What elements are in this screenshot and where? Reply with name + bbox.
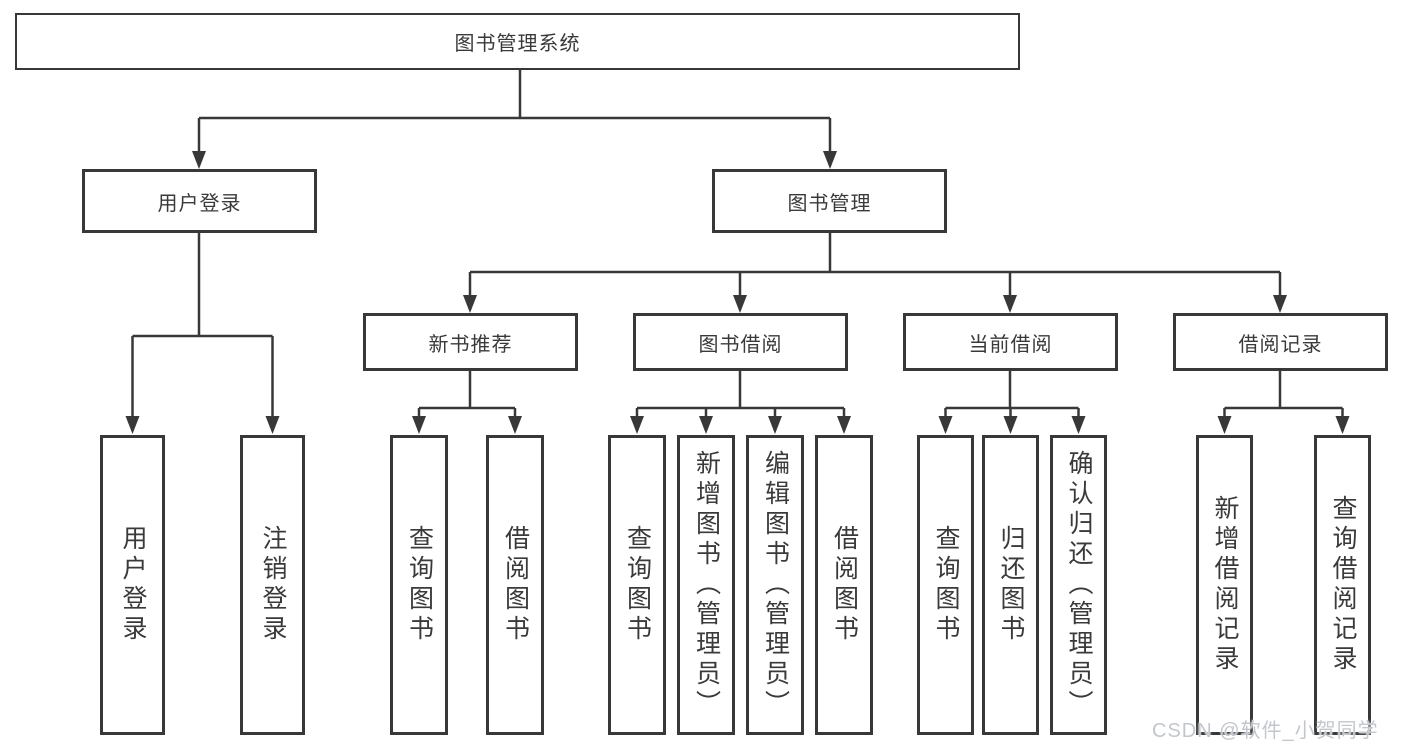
leaf-query-books-3-label: 查询图书 [932,525,960,645]
leaf-query-books-1: 查询图书 [390,435,448,735]
node-book-borrowing: 图书借阅 [633,313,848,371]
leaf-borrow-books-2: 借阅图书 [815,435,873,735]
leaf-query-books-3: 查询图书 [917,435,974,735]
leaf-edit-book-admin: 编辑图书（管理员） [746,435,804,735]
leaf-query-books-2: 查询图书 [608,435,666,735]
watermark-csdn: CSDN @软件_小贺同学 [1152,720,1379,742]
node-new-book-recommendation: 新书推荐 [363,313,578,371]
leaf-borrow-books-1-label: 借阅图书 [501,525,530,645]
leaf-user-login: 用户登录 [100,435,165,735]
node-borrowing-records: 借阅记录 [1173,313,1388,371]
leaf-borrow-books-2-label: 借阅图书 [830,525,859,645]
leaf-query-borrow-record: 查询借阅记录 [1314,435,1371,735]
leaf-logout: 注销登录 [240,435,305,735]
leaf-borrow-books-1: 借阅图书 [486,435,544,735]
leaf-query-books-2-label: 查询图书 [623,525,652,645]
node-library-management-system: 图书管理系统 [15,13,1020,70]
leaf-add-borrow-record: 新增借阅记录 [1196,435,1253,735]
leaf-add-book-admin: 新增图书（管理员） [677,435,735,735]
leaf-confirm-return-admin: 确认归还（管理员） [1050,435,1107,735]
leaf-user-login-label: 用户登录 [119,525,147,645]
leaf-return-books: 归还图书 [982,435,1039,735]
leaf-query-borrow-record-label: 查询借阅记录 [1329,495,1357,675]
leaf-confirm-return-admin-label: 确认归还（管理员） [1065,450,1093,720]
leaf-edit-book-admin-label: 编辑图书（管理员） [761,450,790,720]
node-book-management: 图书管理 [712,169,947,233]
node-user-login: 用户登录 [82,169,317,233]
leaf-return-books-label: 归还图书 [997,525,1025,645]
leaf-add-book-admin-label: 新增图书（管理员） [692,450,721,720]
leaf-add-borrow-record-label: 新增借阅记录 [1211,495,1239,675]
leaf-query-books-1-label: 查询图书 [405,525,434,645]
node-current-borrowing: 当前借阅 [903,313,1118,371]
leaf-logout-label: 注销登录 [259,525,287,645]
